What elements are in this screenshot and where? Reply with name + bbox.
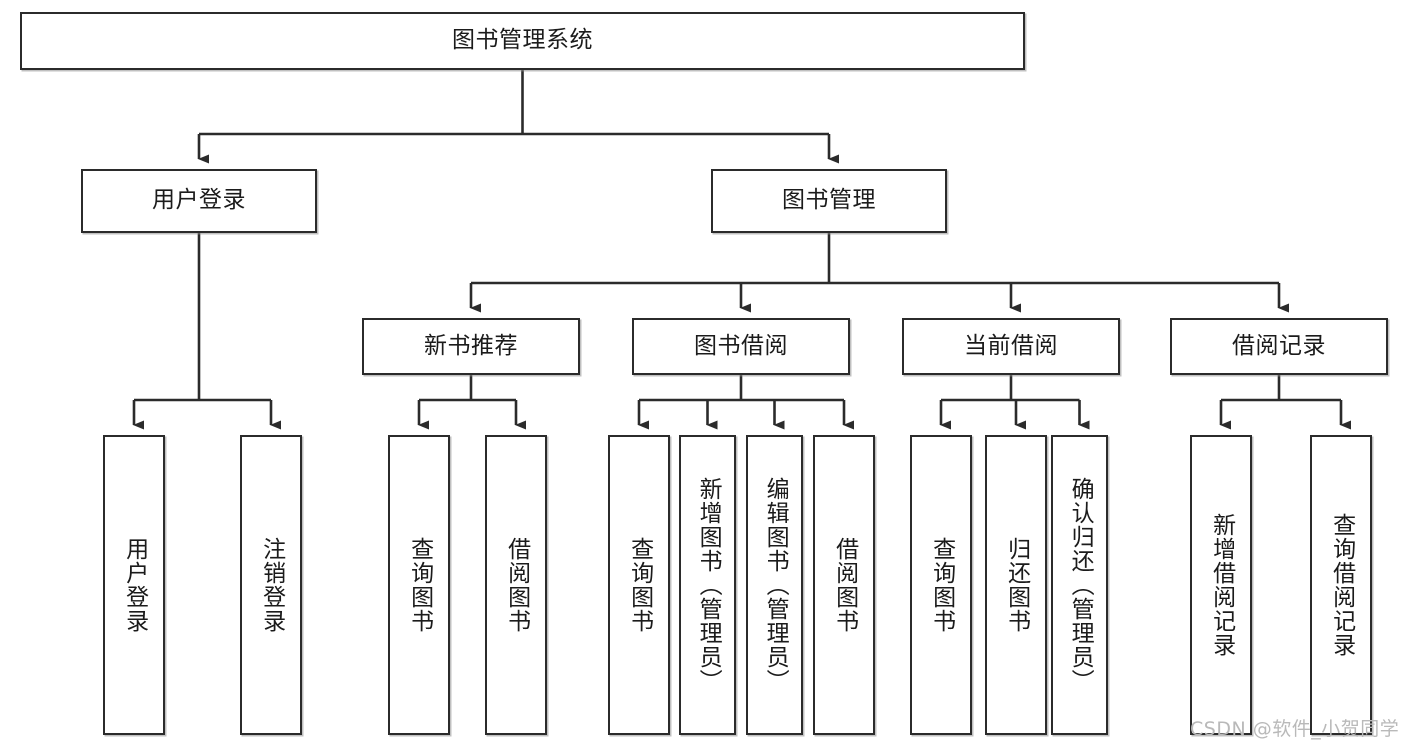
node-leaf-user-logout[interactable]: 注销登录	[240, 435, 302, 735]
node-leaf-user-logout-label: 注销登录	[258, 537, 285, 633]
edge-layer	[132, 70, 1351, 430]
node-leaf-query-book-1[interactable]: 查询图书	[388, 435, 450, 735]
node-leaf-return-book-label: 归还图书	[1003, 537, 1030, 633]
node-user-login[interactable]: 用户登录	[81, 169, 317, 233]
node-leaf-query-record-label: 查询借阅记录	[1328, 513, 1355, 657]
node-root[interactable]: 图书管理系统	[20, 12, 1025, 70]
node-borrow-record-label: 借阅记录	[1232, 332, 1326, 359]
node-user-login-label: 用户登录	[152, 187, 246, 214]
node-leaf-edit-book[interactable]: 编辑图书（管理员）	[746, 435, 803, 735]
node-borrow-record[interactable]: 借阅记录	[1170, 318, 1388, 375]
node-leaf-query-book-2-label: 查询图书	[626, 537, 653, 633]
node-leaf-add-record[interactable]: 新增借阅记录	[1190, 435, 1252, 735]
node-leaf-borrow-book-2[interactable]: 借阅图书	[813, 435, 875, 735]
node-leaf-add-book-label: 新增图书（管理员）	[695, 477, 722, 693]
node-book-manage-label: 图书管理	[782, 187, 876, 214]
node-new-book-rec-label: 新书推荐	[424, 332, 518, 359]
node-book-manage[interactable]: 图书管理	[711, 169, 947, 233]
node-current-borrow-label: 当前借阅	[964, 332, 1058, 359]
node-leaf-query-book-3[interactable]: 查询图书	[910, 435, 972, 735]
node-leaf-add-book[interactable]: 新增图书（管理员）	[679, 435, 736, 735]
node-leaf-query-book-2[interactable]: 查询图书	[608, 435, 670, 735]
node-leaf-add-record-label: 新增借阅记录	[1208, 513, 1235, 657]
node-leaf-edit-book-label: 编辑图书（管理员）	[762, 477, 789, 693]
node-new-book-rec[interactable]: 新书推荐	[362, 318, 580, 375]
node-book-borrow[interactable]: 图书借阅	[632, 318, 850, 375]
node-leaf-user-login-label: 用户登录	[121, 537, 148, 633]
node-leaf-borrow-book-1[interactable]: 借阅图书	[485, 435, 547, 735]
node-leaf-confirm-return[interactable]: 确认归还（管理员）	[1051, 435, 1108, 735]
node-leaf-confirm-return-label: 确认归还（管理员）	[1067, 477, 1094, 693]
node-leaf-user-login[interactable]: 用户登录	[103, 435, 165, 735]
node-book-borrow-label: 图书借阅	[694, 332, 788, 359]
node-current-borrow[interactable]: 当前借阅	[902, 318, 1120, 375]
node-root-label: 图书管理系统	[452, 27, 593, 54]
node-leaf-borrow-book-1-label: 借阅图书	[503, 537, 530, 633]
node-leaf-query-book-1-label: 查询图书	[406, 537, 433, 633]
node-leaf-query-book-3-label: 查询图书	[928, 537, 955, 633]
node-leaf-query-record[interactable]: 查询借阅记录	[1310, 435, 1372, 735]
node-leaf-return-book[interactable]: 归还图书	[985, 435, 1047, 735]
node-leaf-borrow-book-2-label: 借阅图书	[831, 537, 858, 633]
